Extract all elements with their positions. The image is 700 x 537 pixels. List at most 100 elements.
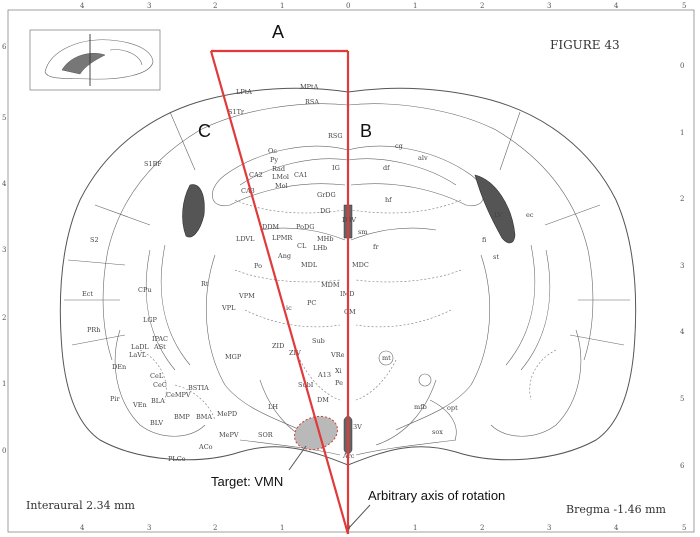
region-a13: A13 <box>317 371 331 379</box>
region-rsg: RSG <box>328 132 343 140</box>
region-mfb: mfb <box>414 403 427 411</box>
tick-right-5: 5 <box>680 395 684 403</box>
region-sor: SOR <box>258 431 274 439</box>
region-labels: LPtA MPtA RSA RSG S1Tr S1BF S2 Ect PRh O… <box>82 83 534 463</box>
region-bmp: BMP <box>174 413 190 421</box>
region-den: DEn <box>112 363 126 371</box>
region-bpac: IPAC <box>152 335 168 343</box>
region-sox: sox <box>432 428 443 436</box>
region-sm: sm <box>358 228 368 236</box>
sagittal-inset <box>29 29 161 91</box>
region-ldvl: LDVL <box>236 235 255 243</box>
region-pir: Pir <box>110 395 120 403</box>
region-cec: CeC <box>153 381 167 389</box>
tick-left-4: 2 <box>2 314 6 322</box>
region-rsa: RSA <box>305 98 319 106</box>
region-mol: Mol <box>275 182 288 190</box>
tick-top-4: 0 <box>346 2 350 10</box>
region-rt: Rt <box>201 280 209 288</box>
region-ca2: CA2 <box>249 171 263 179</box>
tick-top-3: 1 <box>280 2 284 10</box>
region-sub: Sub <box>312 337 325 345</box>
tick-top-6: 2 <box>480 2 484 10</box>
region-ca1: CA1 <box>294 171 308 179</box>
region-lmol: LMol <box>272 173 289 181</box>
target-pointer <box>288 445 307 471</box>
region-bstia: BSTIA <box>188 384 209 392</box>
tick-right-1: 1 <box>680 129 684 137</box>
region-3v: 3V <box>353 423 362 431</box>
region-d3v: D3V <box>342 216 356 224</box>
tick-bottom-8: 4 <box>614 524 619 532</box>
tick-right-0: 0 <box>680 62 684 70</box>
tick-top-5: 1 <box>413 2 417 10</box>
region-mdc: MDC <box>352 261 369 269</box>
trajectory <box>209 49 350 535</box>
region-st: st <box>493 253 499 261</box>
region-lade: LaDL <box>131 343 149 351</box>
region-vpl: VPL <box>221 304 236 312</box>
region-ast: ASt <box>153 343 166 351</box>
right-tick-labels: 0 1 2 3 4 5 6 <box>680 62 685 470</box>
tick-left-2: 4 <box>2 180 7 188</box>
label-b: B <box>360 121 372 141</box>
region-dm: DM <box>317 396 329 404</box>
region-ziv: ZIV <box>289 349 301 357</box>
tick-bottom-0: 4 <box>80 524 85 532</box>
region-alv: alv <box>418 154 428 162</box>
region-lv: LV <box>494 211 503 219</box>
region-aco: ACo <box>198 443 213 451</box>
region-ven: VEn <box>132 401 147 409</box>
region-mdl: MDL <box>301 261 318 269</box>
region-vre: VRe <box>330 351 345 359</box>
tick-right-3: 3 <box>680 262 684 270</box>
bregma-label: Bregma -1.46 mm <box>566 503 667 516</box>
region-plco: PLCo <box>168 455 186 463</box>
axis-label: Arbitrary axis of rotation <box>368 488 505 503</box>
region-podg: PoDG <box>296 223 314 231</box>
region-lgp: LGP <box>143 316 158 324</box>
region-vpm: VPM <box>238 292 255 300</box>
region-mt: mt <box>382 354 391 362</box>
region-ang: Ang <box>277 252 291 260</box>
target-label: Target: VMN <box>211 474 283 489</box>
tick-right-2: 2 <box>680 195 684 203</box>
tick-bottom-5: 1 <box>413 524 417 532</box>
region-ec: ec <box>526 211 534 219</box>
tick-top-7: 3 <box>547 2 551 10</box>
region-cm: CM <box>344 308 356 316</box>
bottom-tick-labels: 4 3 2 1 0 1 2 3 4 5 <box>80 524 686 532</box>
region-mepd: MePD <box>217 410 237 418</box>
region-rad: Rad <box>272 165 285 173</box>
region-df: df <box>383 164 390 172</box>
region-mhb: MHb <box>317 235 334 243</box>
region-s1bf: S1BF <box>144 160 162 168</box>
label-a: A <box>272 22 284 42</box>
tick-top-8: 4 <box>614 2 619 10</box>
region-mpta: MPtA <box>300 83 319 91</box>
vmn-target <box>294 415 338 451</box>
region-s1tr: S1Tr <box>228 108 245 116</box>
left-tick-labels: 6 5 4 3 2 1 0 <box>2 43 7 455</box>
region-blv: BLV <box>150 419 163 427</box>
left-lateral-ventricle <box>182 184 205 238</box>
top-tick-labels: 4 3 2 1 0 1 2 3 4 5 <box>80 2 686 10</box>
tick-bottom-6: 2 <box>480 524 484 532</box>
tick-top-2: 2 <box>213 2 217 10</box>
interaural-label: Interaural 2.34 mm <box>26 499 136 512</box>
label-c: C <box>198 121 211 141</box>
region-py: Py <box>270 156 278 164</box>
region-ic: ic <box>286 304 292 312</box>
tick-bottom-1: 3 <box>147 524 151 532</box>
region-mepv: MePV <box>219 431 239 439</box>
region-xi: Xi <box>335 367 342 375</box>
region-grdg: GrDG <box>317 191 336 199</box>
tick-left-1: 5 <box>2 114 6 122</box>
figure-frame <box>7 9 695 533</box>
region-pc: PC <box>307 299 316 307</box>
region-ddm: DDM <box>262 223 279 231</box>
region-cpu: CPu <box>138 286 152 294</box>
figure-title: FIGURE 43 <box>550 38 620 52</box>
coronal-section <box>59 87 637 466</box>
tick-right-6: 6 <box>680 462 685 470</box>
